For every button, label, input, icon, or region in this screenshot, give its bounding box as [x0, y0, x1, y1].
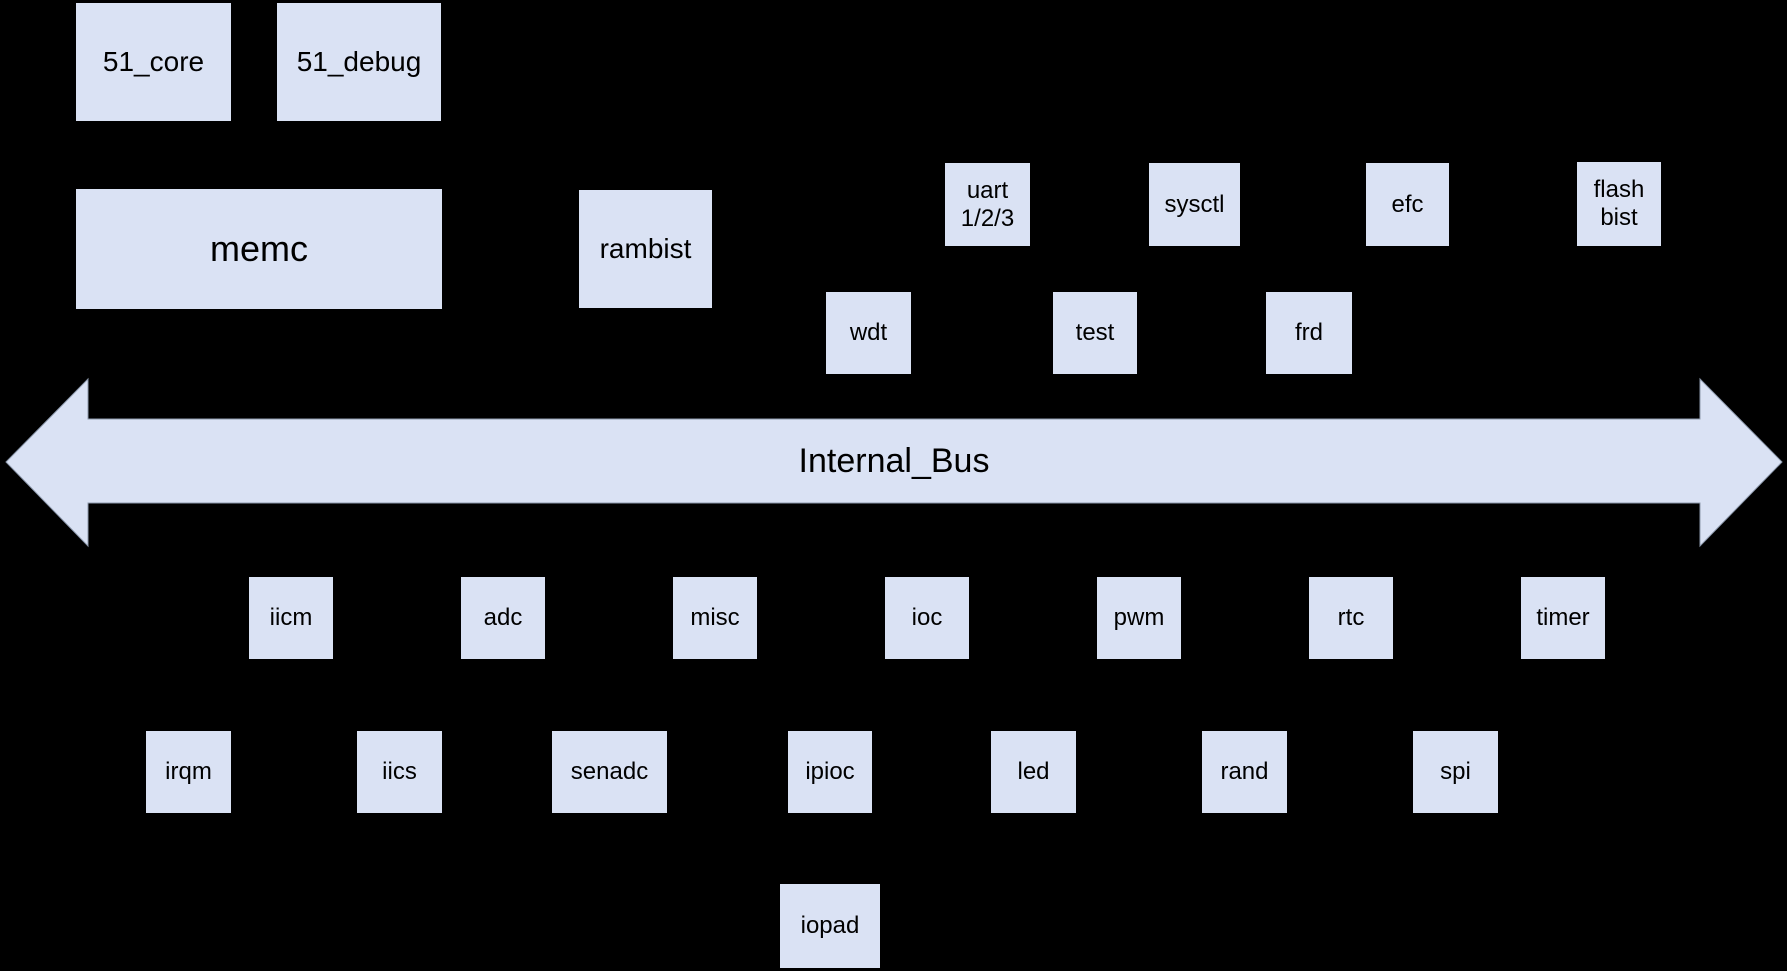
block-label: timer [1536, 604, 1590, 632]
block-misc: misc [673, 577, 757, 659]
block-adc: adc [461, 577, 545, 659]
block-iopad: iopad [780, 884, 880, 968]
block-test: test [1053, 292, 1137, 374]
block-label: pwm [1113, 604, 1165, 632]
block-label: frd [1294, 319, 1323, 347]
block-memc: memc [76, 189, 442, 309]
block-frd: frd [1266, 292, 1352, 374]
block-label: spi [1440, 758, 1471, 786]
block-rtc: rtc [1309, 577, 1393, 659]
block-label: rtc [1337, 604, 1365, 632]
block-label: adc [483, 604, 523, 632]
block-label: ipioc [805, 758, 855, 786]
block-led: led [991, 731, 1076, 813]
block-sysctl: sysctl [1149, 163, 1240, 246]
block-rambist: rambist [579, 190, 712, 308]
block-flash-bist: flash bist [1577, 162, 1661, 246]
block-uart123: uart 1/2/3 [945, 163, 1030, 246]
block-irqm: irqm [146, 731, 231, 813]
block-rand: rand [1202, 731, 1287, 813]
block-label: led [1017, 758, 1050, 786]
block-label: uart 1/2/3 [960, 176, 1015, 232]
block-ioc: ioc [885, 577, 969, 659]
block-51-core: 51_core [76, 3, 231, 121]
block-label: 51_debug [296, 45, 422, 77]
block-ipioc: ipioc [788, 731, 872, 813]
block-iics: iics [357, 731, 442, 813]
block-label: 51_core [102, 45, 205, 77]
block-label: irqm [165, 758, 212, 786]
block-51-debug: 51_debug [277, 3, 441, 121]
block-label: iics [382, 758, 417, 786]
block-label: flash bist [1593, 176, 1645, 231]
block-label: wdt [849, 319, 888, 347]
block-label: senadc [570, 758, 649, 786]
block-label: rambist [599, 232, 692, 264]
block-efc: efc [1366, 163, 1449, 246]
block-label: iopad [800, 912, 860, 940]
double-arrow-shape [5, 377, 1783, 548]
block-label: ioc [911, 604, 943, 632]
block-label: test [1075, 319, 1115, 347]
block-label: memc [210, 228, 308, 270]
block-label: misc [690, 604, 740, 632]
block-label: sysctl [1164, 190, 1225, 218]
internal-bus-label: Internal_Bus [798, 441, 990, 480]
block-label: iicm [269, 604, 313, 632]
block-label: rand [1220, 758, 1269, 786]
block-pwm: pwm [1097, 577, 1181, 659]
block-timer: timer [1521, 577, 1605, 659]
block-senadc: senadc [552, 731, 667, 813]
block-iicm: iicm [249, 577, 333, 659]
block-wdt: wdt [826, 292, 911, 374]
block-label: efc [1391, 190, 1424, 218]
block-spi: spi [1413, 731, 1498, 813]
